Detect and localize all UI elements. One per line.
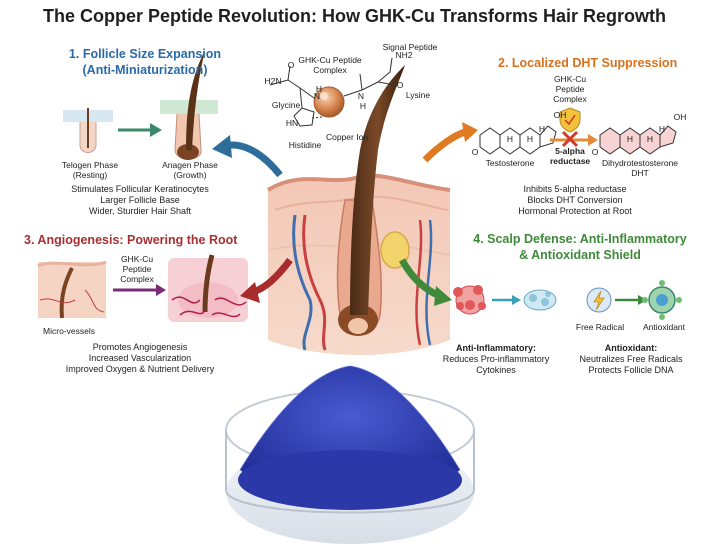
nh2-label: NH2 [395, 50, 413, 60]
arrow-to-section2 [422, 128, 467, 163]
copper-ion-label: Copper Ion [325, 132, 369, 142]
antioxidant-label: Antioxidant [642, 322, 686, 332]
oh-label-dht: OH [673, 112, 687, 122]
section2-benefit-1: Inhibits 5-alpha reductase [523, 184, 627, 194]
vascularized-follicle-illustration [168, 254, 248, 322]
hn-label: HN [285, 118, 299, 128]
section3-complex-3: Complex [120, 274, 154, 284]
section2-benefit-3: Hormonal Protection at Root [518, 206, 632, 216]
micro-vessels-label: Micro-vessels [43, 326, 95, 336]
blocked-x-icon [561, 130, 579, 148]
oxygen-label-testosterone: O [471, 147, 479, 157]
section1-heading: 1. Follicle Size Expansion [68, 47, 222, 61]
dht-molecule [599, 125, 677, 155]
section1-heading-sub: (Anti-Miniaturization) [82, 63, 208, 77]
oxygen-label-dht: O [591, 147, 599, 157]
oh-label-testosterone: OH [553, 110, 567, 120]
inflamed-cell-cluster [453, 285, 486, 315]
nitrogen-label-2: N [357, 91, 365, 101]
signal-peptide-label: Signal Peptide [382, 42, 438, 52]
h-label-1: H [506, 134, 514, 144]
histidine-label: Histidine [288, 140, 322, 150]
antioxidant-line-2: Protects Follicle DNA [588, 365, 674, 375]
section3-benefit-3: Improved Oxygen & Nutrient Delivery [65, 364, 215, 374]
lysine-label: Lysine [405, 90, 431, 100]
dht-label-2: DHT [631, 168, 649, 178]
glycine-label: Glycine [271, 100, 301, 110]
h-label-5: H [646, 134, 654, 144]
enzyme-label-1: 5-alpha [555, 146, 585, 156]
anagen-follicle-illustration [160, 50, 218, 160]
free-radical-icon [586, 287, 612, 313]
section3-benefit-1: Promotes Angiogenesis [92, 342, 188, 352]
oxygen-label-1: O [287, 60, 295, 70]
oxygen-label-2: O [396, 80, 404, 90]
section4-heading: 4. Scalp Defense: Anti-Inflammatory [473, 232, 687, 246]
ghk-cu-molecule [269, 57, 396, 127]
section2-heading: 2. Localized DHT Suppression [498, 56, 678, 70]
anagen-label: Anagen Phase [162, 160, 218, 170]
section1-benefit-1: Stimulates Follicular Keratinocytes [71, 184, 209, 194]
testosterone-molecule [479, 125, 557, 155]
h-label-6: H [658, 124, 666, 134]
anti-inflammatory-line-1: Reduces Pro-inflammatory [442, 354, 550, 364]
telogen-follicle-illustration [63, 108, 113, 153]
calm-cell-cluster [523, 289, 557, 311]
micro-vessel-illustration [37, 260, 107, 319]
section2-complex-1: GHK-Cu [553, 74, 587, 84]
shield-icon [559, 107, 581, 133]
petri-dish-powder [225, 365, 475, 544]
nitrogen-label-1: N [313, 91, 321, 101]
h-label-2: H [526, 134, 534, 144]
section1-benefit-3: Wider, Sturdier Hair Shaft [88, 206, 192, 216]
telogen-sub: (Resting) [72, 170, 108, 180]
h2n-label: H2N [264, 76, 282, 86]
hydrogen-label-2: H [359, 101, 367, 111]
section2-complex-3: Complex [553, 94, 587, 104]
antioxidant-title: Antioxidant: [604, 343, 658, 353]
anti-inflammatory-title: Anti-Inflammatory: [455, 343, 536, 353]
free-radical-label: Free Radical [575, 322, 625, 332]
anti-inflammatory-line-2: Cytokines [476, 365, 516, 375]
molecule-complex-label: GHK-Cu Peptide [298, 55, 362, 65]
h-label-3: H [538, 124, 546, 134]
section1-benefit-2: Larger Follicle Base [100, 195, 180, 205]
antioxidant-icon [642, 280, 682, 320]
section3-complex-1: GHK-Cu [120, 254, 154, 264]
h-label-4: H [626, 134, 634, 144]
central-hair [350, 65, 405, 315]
section2-benefit-2: Blocks DHT Conversion [527, 195, 623, 205]
testosterone-label: Testosterone [485, 158, 535, 168]
antioxidant-line-1: Neutralizes Free Radicals [579, 354, 683, 364]
anagen-sub: (Growth) [173, 170, 207, 180]
page-title: The Copper Peptide Revolution: How GHK-C… [42, 6, 667, 26]
section3-heading: 3. Angiogenesis: Powering the Root [24, 233, 238, 247]
telogen-label: Telogen Phase [61, 160, 119, 170]
section2-complex-2: Peptide [555, 84, 585, 94]
molecule-complex-label-2: Complex [313, 65, 347, 75]
section3-benefit-2: Increased Vascularization [88, 353, 192, 363]
hydrogen-label-1: H [315, 84, 323, 94]
dht-label-1: Dihydrotestosterone [601, 158, 679, 168]
enzyme-label-2: reductase [550, 156, 591, 166]
section3-complex-2: Peptide [122, 264, 152, 274]
section4-heading-sub: & Antioxidant Shield [519, 248, 641, 262]
